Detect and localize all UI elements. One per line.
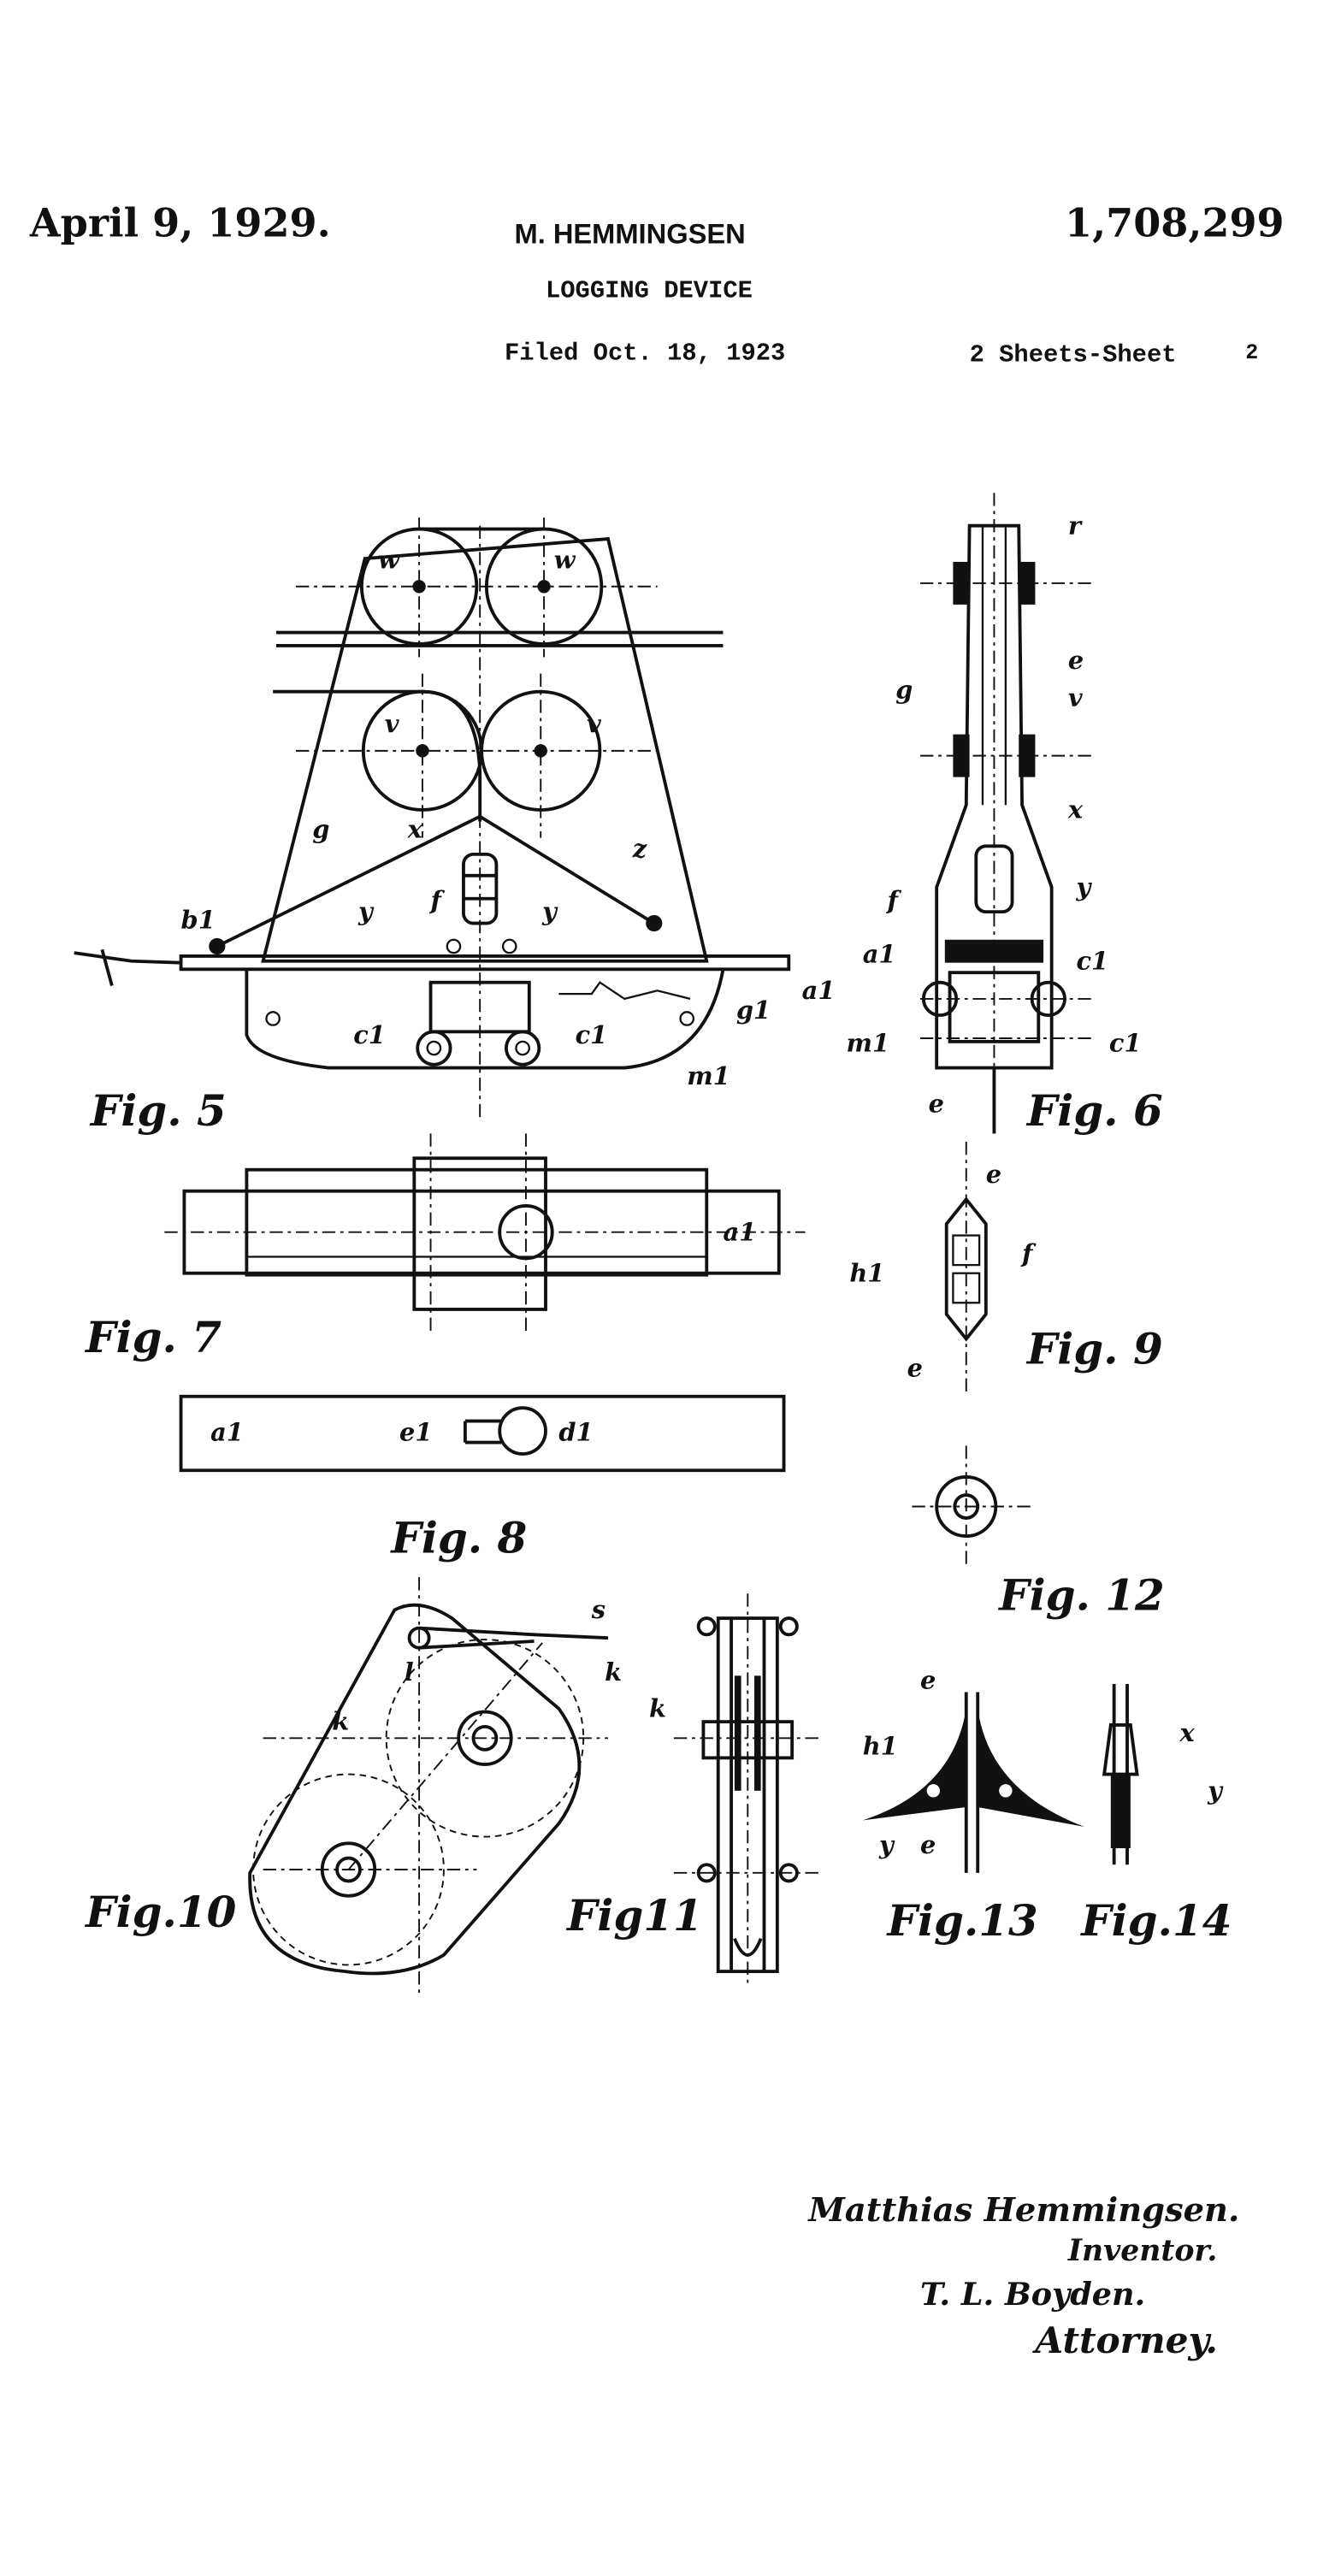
figure-6-drawing <box>919 493 1093 1134</box>
ref-label: g <box>895 675 913 704</box>
ref-label: c1 <box>1076 946 1108 975</box>
ref-label: f <box>1020 1238 1037 1267</box>
ref-label: c1 <box>1109 1028 1142 1057</box>
ref-label: y <box>1075 872 1092 901</box>
ref-label: w <box>554 546 576 575</box>
figure-10-drawing <box>248 1577 609 1996</box>
ref-label: c1 <box>576 1020 608 1049</box>
figure-12-caption: Fig. 12 <box>997 1570 1165 1621</box>
ref-label: a1 <box>802 976 836 1005</box>
attorney-signature: T. L. Boyden. <box>920 2276 1145 2313</box>
ref-label: f <box>429 885 446 914</box>
ref-label: a1 <box>863 940 896 969</box>
ref-label: k <box>649 1693 666 1722</box>
figure-12-drawing <box>912 1445 1036 1569</box>
ref-label: v <box>385 710 399 739</box>
ref-label: b1 <box>181 905 216 934</box>
ref-label: e <box>907 1354 923 1383</box>
ref-label: y <box>357 897 375 926</box>
ref-label: x <box>1179 1718 1195 1747</box>
ref-label: e <box>929 1089 944 1118</box>
inventor-signature: Matthias Hemmingsen. <box>806 2191 1239 2230</box>
signature-block: Matthias Hemmingsen. Inventor. T. L. Boy… <box>806 2191 1239 2361</box>
ref-label: g <box>312 815 329 844</box>
ref-label: g1 <box>736 996 771 1025</box>
ref-label: e1 <box>399 1418 432 1447</box>
ref-label: d1 <box>558 1418 593 1447</box>
figure-5-caption: Fig. 5 <box>89 1085 227 1136</box>
ref-label: v <box>1068 683 1083 712</box>
inventor-header: M. HEMMINGSEN <box>515 217 746 249</box>
inventor-role: Inventor. <box>1067 2234 1218 2268</box>
ref-label: l <box>405 1657 414 1687</box>
ref-label: y <box>1207 1775 1224 1805</box>
sheet-number: 2 <box>1245 341 1258 365</box>
ref-label: k <box>605 1657 622 1687</box>
figure-14-drawing <box>1102 1683 1139 1865</box>
ref-label: s <box>591 1595 606 1624</box>
figure-11-caption: Fig11 <box>565 1890 703 1941</box>
figure-14-caption: Fig.14 <box>1079 1895 1232 1946</box>
figure-13-drawing <box>862 1692 1085 1873</box>
figure-5-labels: w w v v x g f y y z b1 a1 g1 c1 c1 m1 <box>181 546 836 1090</box>
figure-11-drawing <box>673 1593 822 1988</box>
ref-label: e <box>920 1830 936 1859</box>
ref-label: a1 <box>723 1217 756 1246</box>
sheets-label: 2 Sheets-Sheet <box>970 341 1177 369</box>
ref-label: y <box>541 897 558 926</box>
figure-6-labels: r g e v x f y a1 c1 m1 c1 e <box>847 511 1142 1118</box>
ref-label: x <box>407 815 423 844</box>
figure-6-caption: Fig. 6 <box>1025 1085 1163 1136</box>
figure-7-caption: Fig. 7 <box>84 1312 222 1362</box>
patent-number: 1,708,299 <box>1065 200 1285 246</box>
figure-10-caption: Fig.10 <box>84 1887 236 1937</box>
ref-label: a1 <box>210 1418 244 1447</box>
figure-7-drawing <box>164 1133 806 1331</box>
ref-label: e <box>986 1160 1001 1189</box>
ref-label: x <box>1067 795 1084 824</box>
ref-label: m1 <box>847 1028 890 1057</box>
ref-label: y <box>878 1830 895 1859</box>
figure-13-caption: Fig.13 <box>886 1895 1038 1946</box>
filed-date: Filed Oct. 18, 1923 <box>505 340 785 368</box>
issue-date: April 9, 1929. <box>29 200 331 246</box>
figure-9-drawing <box>944 1142 988 1397</box>
ref-label: c1 <box>353 1020 386 1049</box>
attorney-role: Attorney. <box>1031 2319 1218 2361</box>
figure-9-caption: Fig. 9 <box>1025 1323 1163 1374</box>
ref-label: h1 <box>863 1732 898 1761</box>
figure-8-drawing <box>179 1394 786 1473</box>
patent-title: LOGGING DEVICE <box>546 277 753 305</box>
figure-5-drawing <box>74 517 791 1118</box>
ref-label: k <box>332 1707 349 1736</box>
ref-label: e <box>1068 646 1084 675</box>
ref-label: e <box>920 1666 936 1695</box>
ref-label: h1 <box>849 1258 884 1287</box>
figure-8-caption: Fig. 8 <box>389 1512 527 1563</box>
ref-label: m1 <box>687 1061 730 1090</box>
ref-label: w <box>378 546 400 575</box>
ref-label: z <box>632 835 647 864</box>
ref-label: f <box>886 885 902 914</box>
ref-label: r <box>1068 511 1083 540</box>
ref-label: v <box>587 710 601 739</box>
